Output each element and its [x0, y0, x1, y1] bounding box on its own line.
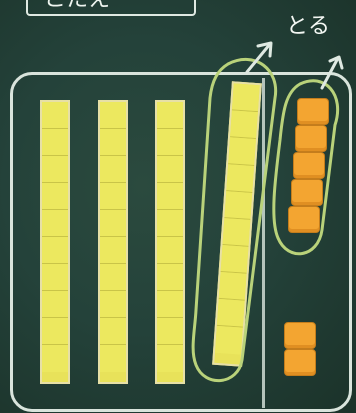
- cube-circle-loop: [274, 81, 338, 254]
- rod-circle-loop: [193, 59, 276, 380]
